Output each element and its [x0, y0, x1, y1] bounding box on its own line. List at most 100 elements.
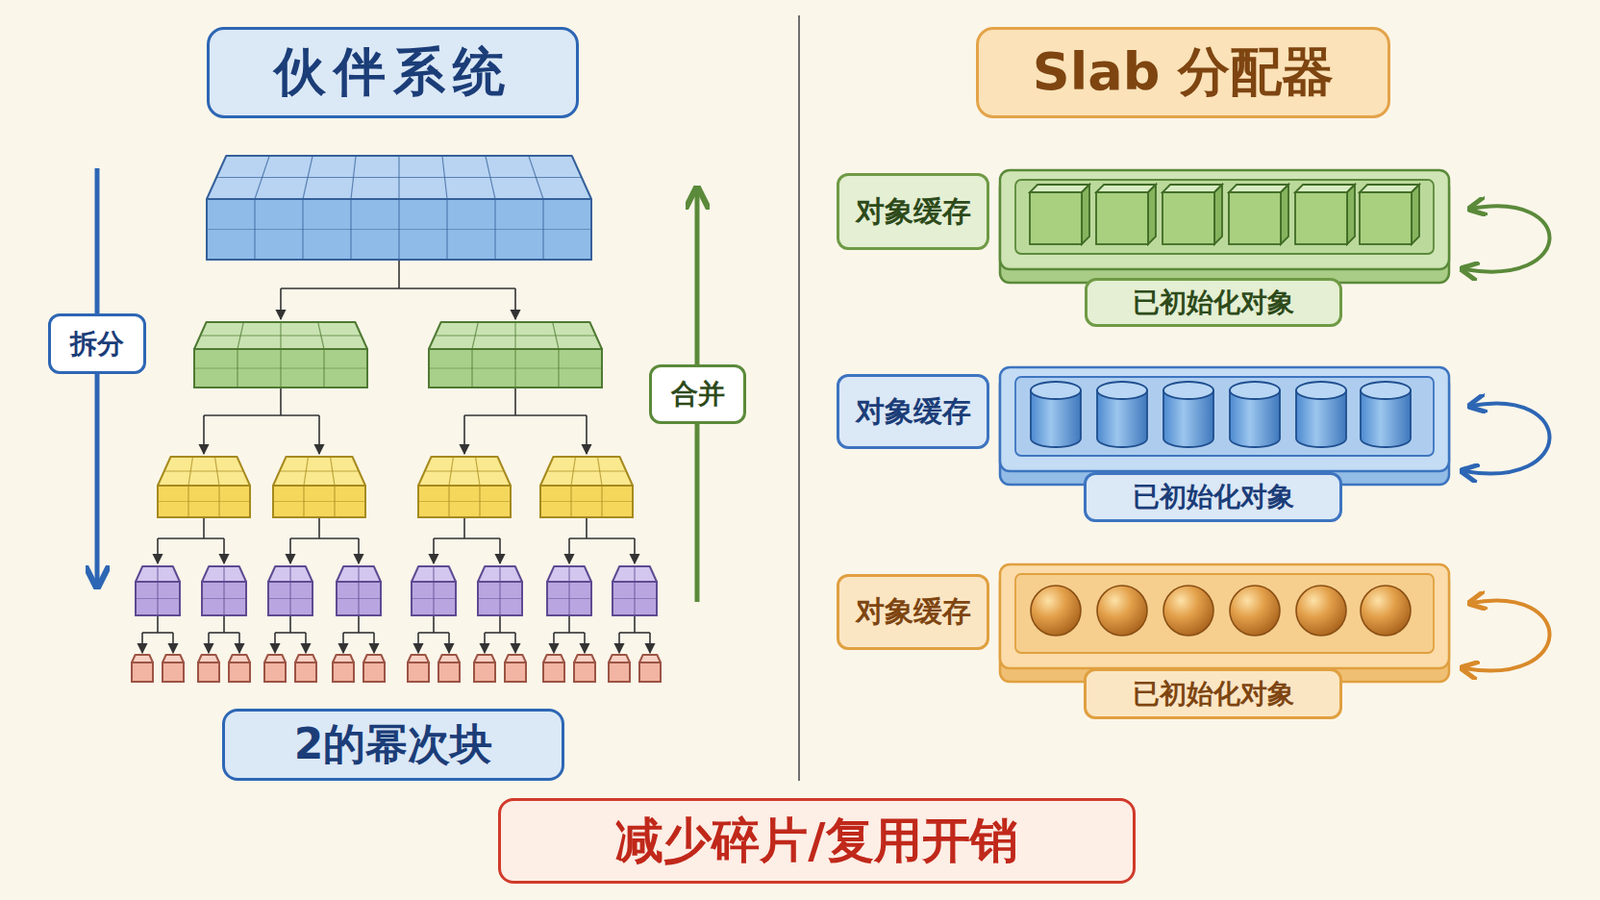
cylinder-top	[1097, 381, 1148, 400]
node-text: 对象缓存	[855, 392, 972, 432]
slab-tray	[1000, 170, 1550, 283]
block-front	[264, 662, 286, 682]
split-connector	[484, 615, 516, 653]
cube-side	[1347, 184, 1355, 245]
merge-label: 合并	[649, 364, 747, 425]
cube-top	[1295, 184, 1355, 193]
connector-bar	[619, 631, 650, 634]
connector-drop	[568, 538, 571, 564]
cache-label: 对象缓存	[836, 574, 990, 650]
block-grid	[216, 176, 582, 178]
connector-drop	[432, 538, 435, 564]
connector-drop	[618, 632, 621, 653]
connector-stem	[432, 615, 435, 633]
block-grid	[540, 500, 633, 502]
block-top	[363, 654, 385, 663]
sphere	[1163, 585, 1214, 636]
object-label: 已初始化对象	[1083, 472, 1343, 523]
connector-bar	[157, 537, 225, 540]
block-front	[608, 662, 630, 682]
block-front	[411, 581, 456, 616]
slab-trays	[1000, 170, 1550, 682]
block-top	[162, 654, 184, 663]
connector-drop	[417, 632, 420, 653]
node-text: 伙伴系统	[274, 37, 513, 108]
connector-bar	[203, 414, 320, 417]
connector-stem	[568, 615, 571, 633]
block-front	[201, 581, 247, 616]
split-connector	[157, 517, 225, 564]
reuse-arrow	[1463, 403, 1550, 475]
connector-drop	[141, 632, 144, 653]
connector-drop	[156, 538, 159, 564]
split-connector	[433, 517, 500, 564]
connector-drop	[448, 632, 450, 653]
node-text: 合并	[671, 375, 725, 413]
block-grid	[336, 598, 381, 600]
block-front	[206, 199, 592, 260]
cube-side	[1081, 184, 1090, 245]
connector-drop	[223, 538, 225, 564]
block-top	[131, 654, 153, 663]
connector-stem	[202, 517, 205, 539]
memory-block	[268, 566, 313, 616]
block-grid	[279, 470, 360, 472]
block-top	[540, 456, 633, 486]
cache-label: 对象缓存	[836, 374, 990, 450]
connector-stem	[463, 517, 466, 539]
tray-rim	[1000, 564, 1450, 669]
block-front	[540, 485, 633, 518]
connector-drop	[649, 632, 651, 653]
block-grid	[568, 566, 570, 582]
memory-block	[332, 654, 354, 682]
block-top	[612, 566, 657, 582]
sphere	[1296, 585, 1347, 636]
block-grid	[477, 598, 523, 600]
split-connector	[418, 615, 450, 653]
sphere	[1360, 585, 1411, 636]
block-top	[608, 654, 630, 663]
memory-block	[273, 456, 366, 518]
memory-block	[438, 654, 460, 682]
cylinder-top	[1030, 381, 1081, 400]
memory-block	[201, 566, 247, 616]
reuse-arrow	[1463, 600, 1550, 672]
block-top	[407, 654, 429, 663]
block-grid	[418, 500, 511, 502]
connector-drop	[583, 632, 586, 653]
connector-drop	[202, 415, 205, 454]
block-grid	[201, 598, 247, 600]
block-grid	[164, 470, 245, 472]
split-connector	[290, 517, 359, 564]
block-top	[543, 654, 565, 663]
tray-rim	[1000, 170, 1450, 270]
block-front	[418, 485, 511, 518]
node-text: 对象缓存	[855, 192, 972, 232]
block-front	[268, 581, 313, 616]
memory-block	[543, 654, 565, 682]
block-top	[639, 654, 661, 663]
memory-block	[474, 654, 496, 682]
connector-bar	[275, 631, 306, 634]
block-grid	[432, 566, 434, 582]
block-grid	[223, 566, 225, 582]
memory-block	[547, 566, 592, 616]
connector-drop	[633, 538, 636, 564]
tray-rim	[1000, 367, 1450, 472]
memory-block	[336, 566, 381, 616]
block-top	[295, 654, 317, 663]
connector-stem	[585, 517, 588, 539]
split-label: 拆分	[48, 313, 147, 375]
split-arrow	[95, 168, 100, 585]
cube-front	[1295, 192, 1348, 245]
cylinder-top	[1163, 381, 1214, 400]
block-top	[428, 322, 602, 350]
tray-well	[1015, 574, 1434, 653]
block-front	[162, 662, 184, 682]
block-front	[612, 581, 657, 616]
block-grid	[194, 367, 368, 369]
block-grid	[411, 598, 456, 600]
block-top	[418, 456, 511, 486]
memory-block	[206, 155, 592, 260]
connector-stem	[289, 615, 292, 633]
